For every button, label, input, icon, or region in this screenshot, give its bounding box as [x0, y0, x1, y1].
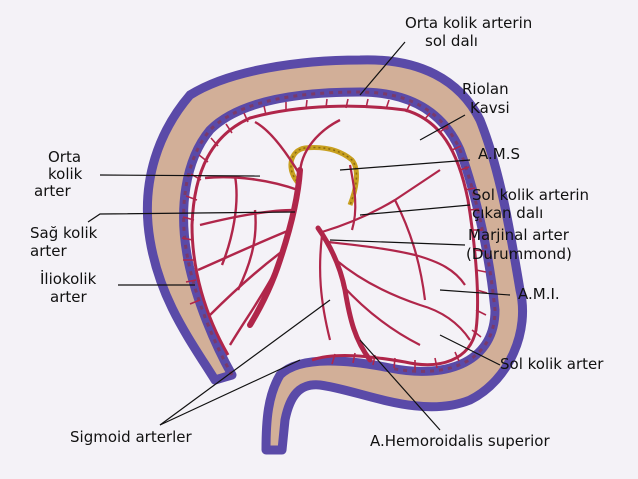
label-sol-kolik: Sol kolik arter — [500, 355, 604, 373]
label-ams: A.M.S — [478, 145, 520, 163]
label-orta-kolik-arterin-line2: sol dalı — [425, 32, 478, 50]
colon-inner-edge — [182, 90, 497, 376]
leader-lines — [87, 41, 511, 431]
label-hemoroidalis-superior: A.Hemoroidalis superior — [370, 432, 550, 450]
label-orta-kolik-arterin-line1: Orta kolik arterin — [405, 14, 533, 32]
label-sol-kolik-cikan-line2: çıkan dalı — [472, 204, 544, 222]
inferior-mesenteric-artery — [315, 225, 373, 363]
label-orta-kolik-line2: kolik — [48, 165, 83, 183]
label-sigmoid-arterler: Sigmoid arterler — [70, 428, 192, 446]
ima-branches — [319, 164, 471, 346]
label-sag-kolik-line1: Sağ kolik — [30, 224, 98, 242]
label-marjinal-line1: Marjinal arter — [468, 226, 569, 244]
label-iliokolik-line1: İliokolik — [40, 270, 97, 288]
label-orta-kolik-line1: Orta — [48, 148, 82, 166]
marginal-artery — [190, 104, 480, 367]
label-ami: A.M.I. — [518, 285, 560, 303]
label-riolan-line1: Riolan — [462, 80, 509, 98]
label-iliokolik-line2: arter — [50, 288, 87, 306]
vasa-recta — [181, 98, 488, 370]
label-sag-kolik-line2: arter — [30, 242, 67, 260]
superior-mesenteric-artery — [247, 167, 303, 328]
label-orta-kolik-line3: arter — [34, 182, 71, 200]
label-riolan-line2: Kavsi — [470, 99, 510, 117]
label-sol-kolik-cikan-line1: Sol kolik arterin — [472, 186, 590, 204]
sma-branches — [197, 118, 341, 346]
label-marjinal-line2: (Durummond) — [466, 245, 572, 263]
